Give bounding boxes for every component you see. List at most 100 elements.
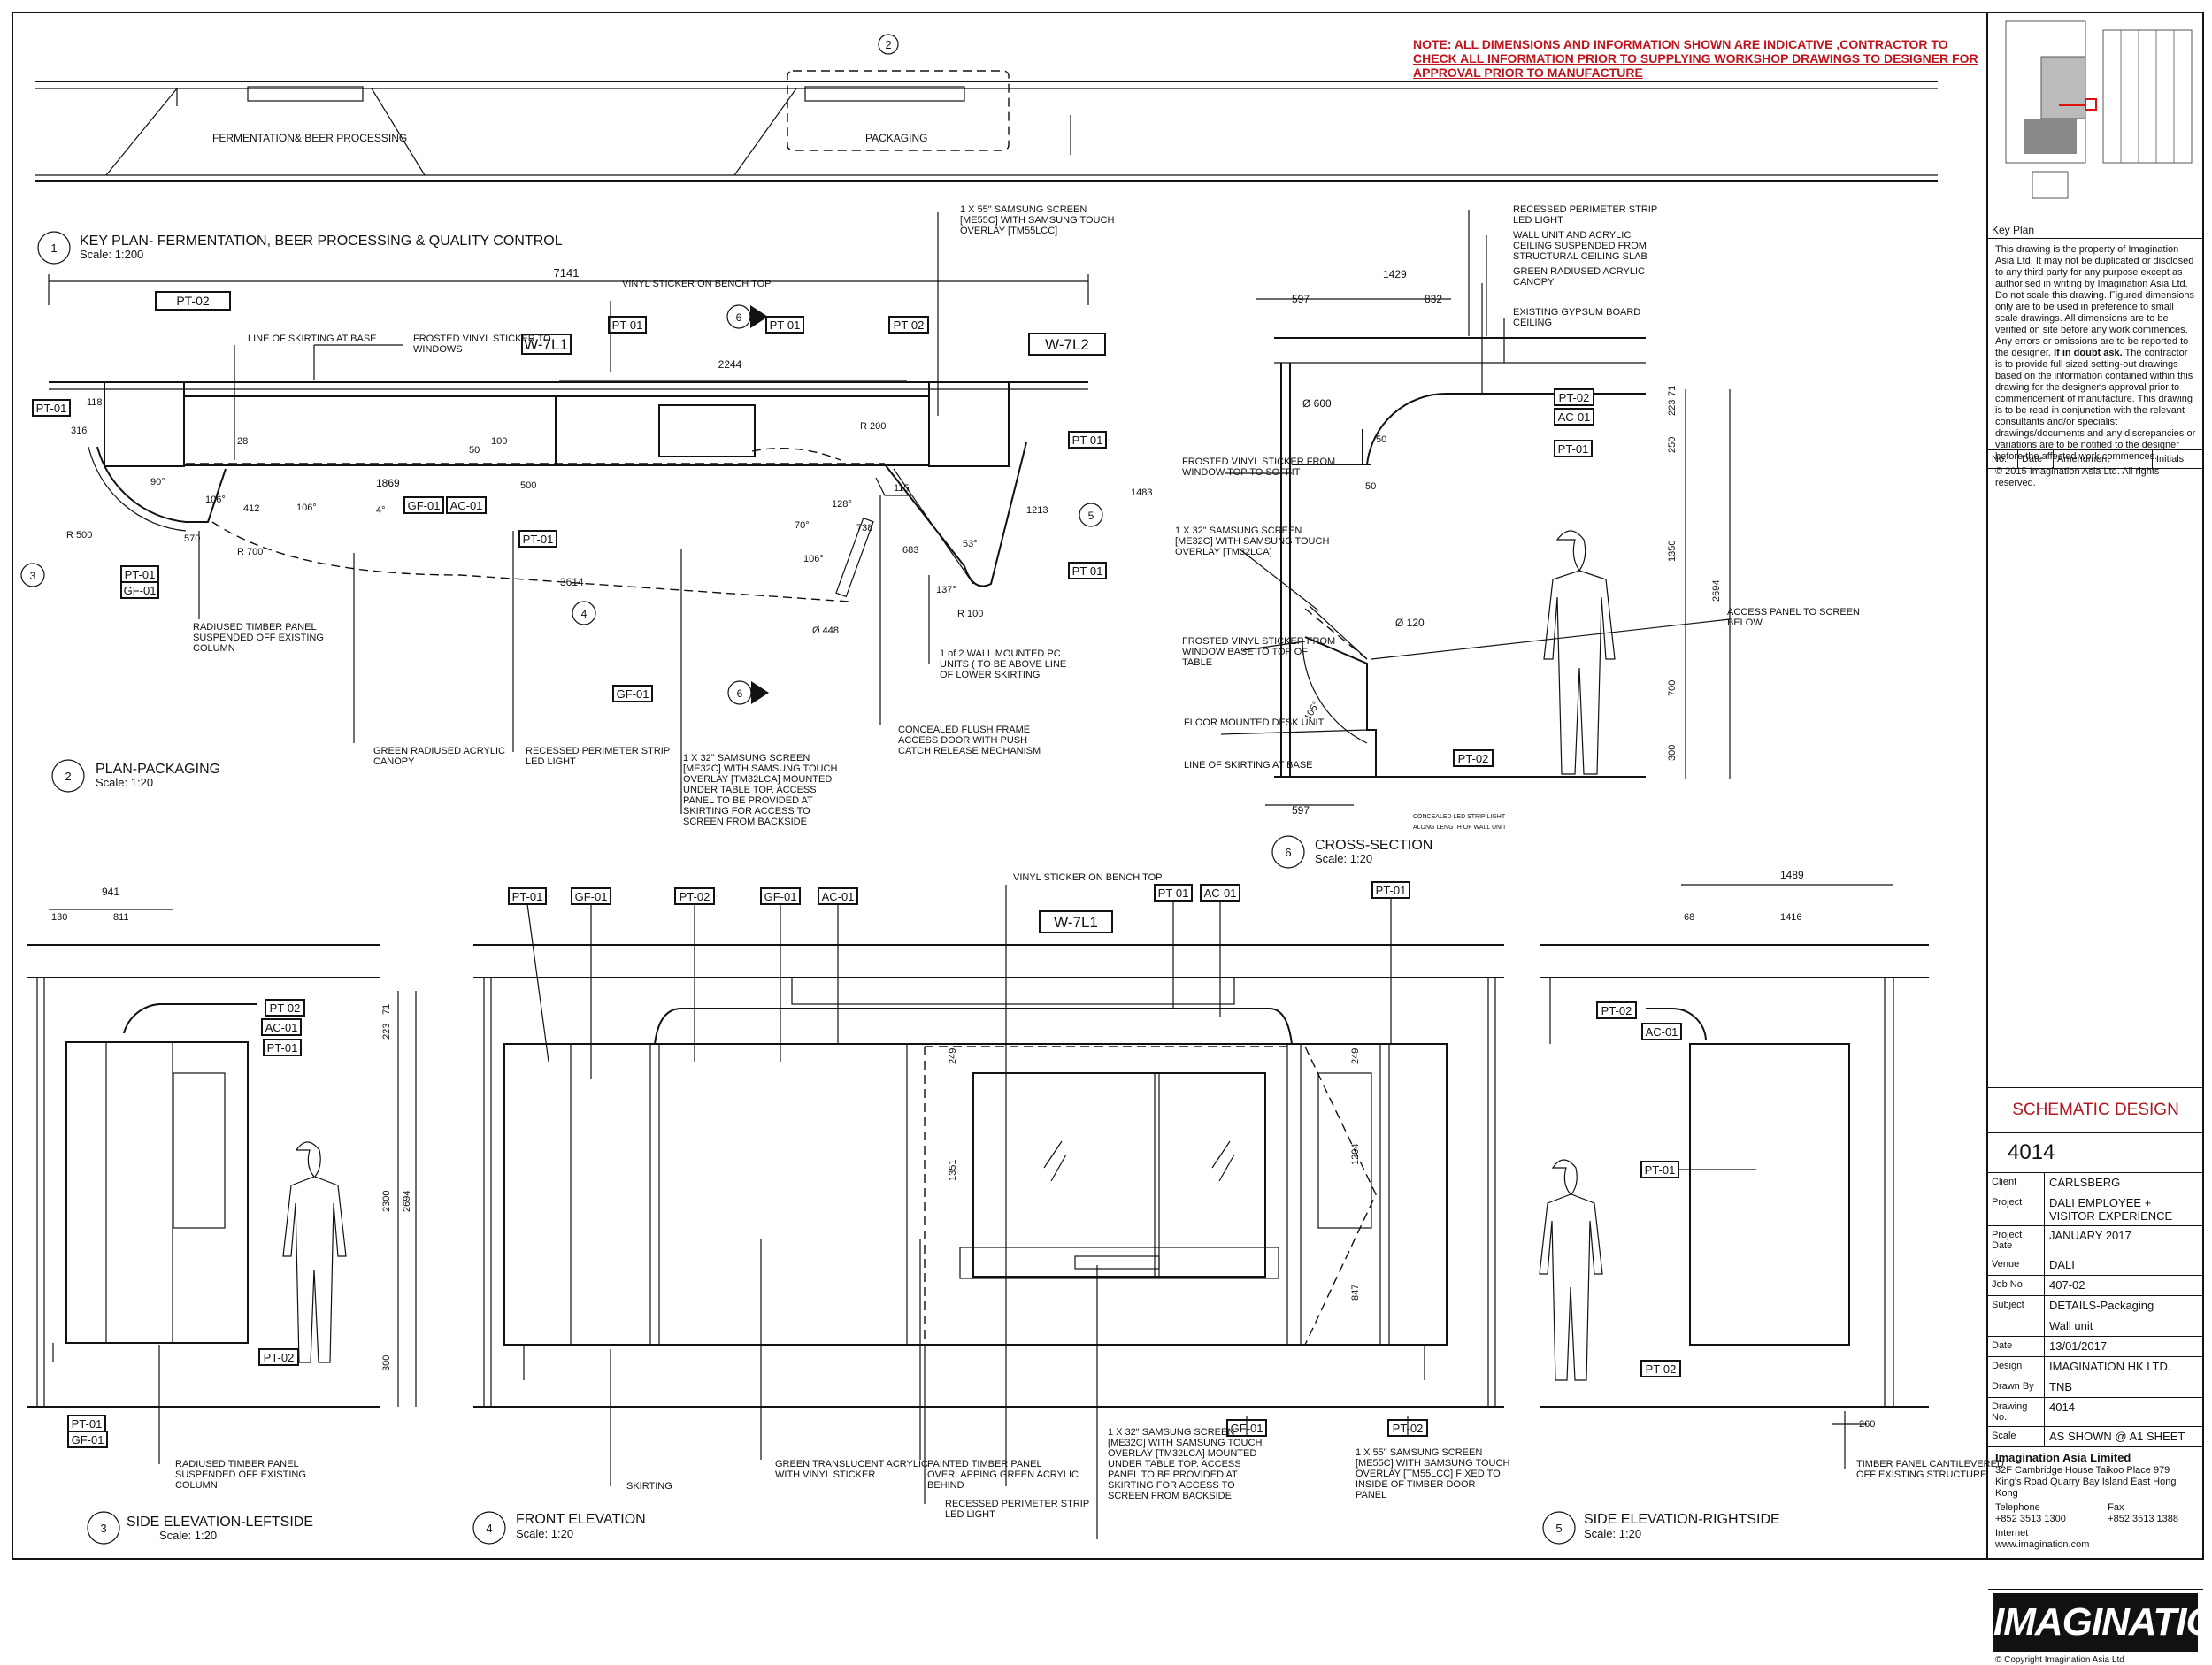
right-panel xyxy=(1689,1043,1850,1346)
left-dim-2300: 2300 xyxy=(381,1191,392,1212)
plan-dim-570: 570 xyxy=(184,533,200,544)
plan-dim-28: 28 xyxy=(237,436,248,447)
plan-dim-1213: 1213 xyxy=(1026,505,1048,516)
section-scale: Scale: 1:20 xyxy=(1315,852,1372,865)
key-plan-thumbnail: Key Plan xyxy=(1988,12,2203,239)
right-title: SIDE ELEVATION-RIGHTSIDE xyxy=(1584,1512,1780,1527)
plan-tag-pt01-right: PT-01 xyxy=(1072,434,1103,447)
plan-angle-106: 106° xyxy=(205,495,226,505)
front-note-screen55: 1 X 55" SAMSUNG SCREEN[ME55C] WITH SAMSU… xyxy=(1356,1447,1509,1500)
front-note-vinyl: VINYL STICKER ON BENCH TOP xyxy=(1013,872,1163,883)
plan-dim-412: 412 xyxy=(243,503,259,514)
info-row-key: Subject xyxy=(1988,1296,2045,1316)
info-row-key xyxy=(1988,1316,2045,1336)
section-number: 6 xyxy=(1285,846,1291,859)
left-tag-ac01: AC-01 xyxy=(265,1021,298,1034)
plan-angle-106b: 106° xyxy=(296,503,317,513)
section-dim-2694: 2694 xyxy=(1711,580,1722,602)
section-tag-pt01: PT-01 xyxy=(1558,442,1589,456)
plan-dim-115: 115 xyxy=(894,483,910,494)
right-tag-ac01: AC-01 xyxy=(1646,1025,1678,1039)
section-title: CROSS-SECTION xyxy=(1315,838,1432,853)
front-elevation: 249 249 1351 1204 847 PT-01 GF-01 PT-02 … xyxy=(472,872,1509,1545)
plan-dim-316: 316 xyxy=(71,426,87,436)
plan-angle-106c: 106° xyxy=(803,554,824,564)
plan-scale: Scale: 1:20 xyxy=(96,776,153,789)
plan-dim-500: 500 xyxy=(520,480,536,491)
right-tag-pt02: PT-02 xyxy=(1601,1004,1632,1017)
info-row-value: IMAGINATION HK LTD. xyxy=(2049,1360,2171,1373)
keyplan-scale: Scale: 1:200 xyxy=(80,248,143,261)
plan-dim-r700: R 700 xyxy=(237,547,263,557)
section-note-floor: FLOOR MOUNTED DESK UNIT xyxy=(1184,717,1325,728)
plan-column-left xyxy=(104,381,185,467)
info-row: Wall unit xyxy=(1988,1316,2203,1337)
front-tag-pt02: PT-02 xyxy=(680,890,710,903)
info-row-key: Scale xyxy=(1988,1427,2045,1446)
plan-tag-pt01-top: PT-01 xyxy=(612,318,643,332)
left-dim-71: 71 xyxy=(381,1004,392,1015)
disclaimer-copyright: © 2015 Imagination Asia Ltd. All rights … xyxy=(1995,466,2160,488)
keyplan-number: 1 xyxy=(50,242,57,255)
key-plan-label: Key Plan xyxy=(1992,224,2035,236)
section-dim-50: 50 xyxy=(1376,434,1386,445)
front-tag-ac01b: AC-01 xyxy=(1204,886,1237,900)
left-dim-130: 130 xyxy=(51,912,67,923)
side-elevation-right: 1489 68 1416 PT-02 AC-01 PT-01 PT-02 260… xyxy=(1539,869,2004,1545)
section-dim-1429: 1429 xyxy=(1383,268,1407,280)
section-dim-597b: 597 xyxy=(1292,804,1310,817)
left-dim-300: 300 xyxy=(381,1355,392,1371)
plan-note-screen32: 1 X 32" SAMSUNG SCREEN[ME32C] WITH SAMSU… xyxy=(683,753,837,827)
front-tag-pt01c: PT-01 xyxy=(1376,884,1407,897)
section-dim-300: 300 xyxy=(1667,745,1678,761)
plan-dim-overall: 7141 xyxy=(554,266,580,280)
section-dim-dia600: Ø 600 xyxy=(1302,397,1332,410)
front-unit xyxy=(503,1043,1448,1346)
section-dim-832: 832 xyxy=(1425,293,1442,305)
keyplan-marker: 2 xyxy=(885,38,891,51)
front-dim-1204: 1204 xyxy=(1350,1144,1361,1165)
front-dim-1351: 1351 xyxy=(948,1160,958,1181)
info-row-value: CARLSBERG xyxy=(2049,1176,2121,1189)
title-block: Key Plan This drawing is the property of… xyxy=(1986,12,2212,1665)
left-tag-pt02-bottom: PT-02 xyxy=(264,1351,295,1364)
left-tag-pt02: PT-02 xyxy=(270,1001,301,1015)
plan-marker-6-top: 6 xyxy=(736,311,742,324)
info-row-key: Client xyxy=(1988,1173,2045,1193)
front-dim-249: 249 xyxy=(948,1048,958,1064)
plan-tag-gf01-bottom: GF-01 xyxy=(124,584,157,597)
plan-tag-pt02: PT-02 xyxy=(176,294,210,308)
front-tag-pt01: PT-01 xyxy=(512,890,543,903)
front-tag-w7l1: W-7L1 xyxy=(1054,914,1098,931)
plan-tag-w7l2: W-7L2 xyxy=(1045,336,1089,353)
plan-angle-70: 70° xyxy=(795,520,810,531)
front-scale: Scale: 1:20 xyxy=(516,1527,573,1540)
plan-marker-4: 4 xyxy=(581,608,588,620)
info-row: Client CARLSBERG xyxy=(1988,1173,2203,1193)
cross-section: 1429 597 832 597 Ø 600 Ø 120 50 50 223 7… xyxy=(1175,204,1860,869)
info-row-value: 407-02 xyxy=(2049,1278,2085,1292)
plan-tag-ac01: AC-01 xyxy=(450,499,483,512)
plan-dim-r500: R 500 xyxy=(66,530,92,541)
front-title: FRONT ELEVATION xyxy=(516,1512,646,1527)
plan-tag-gf01: GF-01 xyxy=(408,499,441,512)
right-dim-1416: 1416 xyxy=(1780,912,1801,923)
